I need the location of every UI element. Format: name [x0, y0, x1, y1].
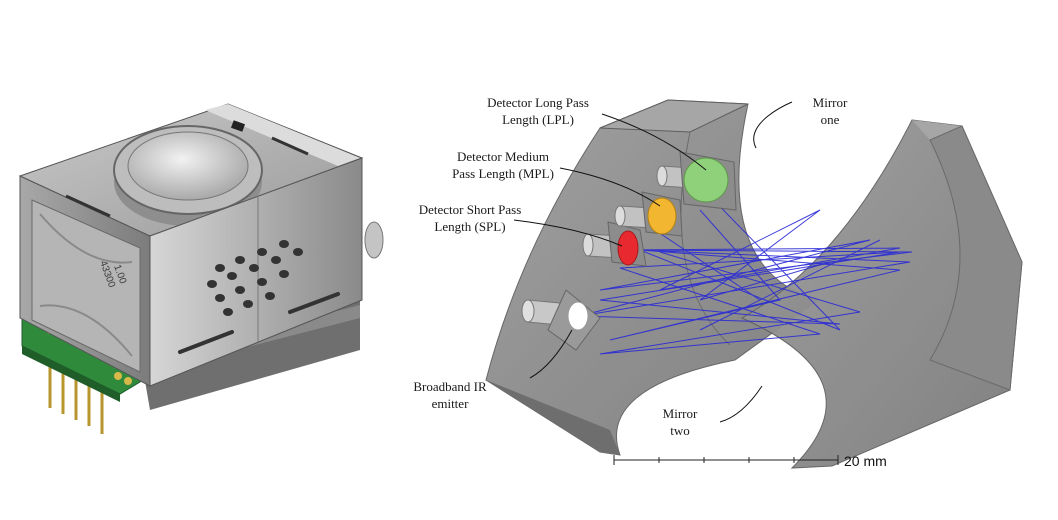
label-mpl-line2: Pass Length (MPL): [452, 166, 554, 181]
sensor-lens: [113, 125, 263, 226]
sensor-connector: [364, 221, 384, 259]
emitter-bulb: [567, 301, 589, 331]
label-lpl-line2: Length (LPL): [502, 112, 574, 127]
optical-path-diagram: Detector Long Pass Length (LPL) Detector…: [413, 95, 1023, 469]
leader-lines: [513, 101, 793, 423]
label-emitter-line2: emitter: [432, 396, 469, 411]
detector-mpl: [614, 191, 683, 237]
gas-sensor-illustration: 43300 1.00: [18, 103, 384, 434]
label-mirror-one-line2: one: [821, 112, 840, 127]
label-spl-line1: Detector Short Pass: [419, 202, 522, 217]
sensor-vent-holes: [207, 240, 303, 316]
label-mirror-two-line1: Mirror: [663, 406, 698, 421]
annotation-labels: Detector Long Pass Length (LPL) Detector…: [413, 95, 848, 438]
label-mirror-one-line1: Mirror: [813, 95, 848, 110]
label-spl-line2: Length (SPL): [434, 219, 505, 234]
label-mirror-two-line2: two: [670, 423, 690, 438]
label-mpl-line1: Detector Medium: [457, 149, 549, 164]
sensor-side-face: [149, 157, 363, 387]
scale-bar-label: 20 mm: [844, 453, 887, 469]
ir-emitter: [521, 289, 601, 351]
detector-lpl: [656, 151, 737, 211]
detector-spl: [582, 221, 647, 267]
label-lpl-line1: Detector Long Pass: [487, 95, 589, 110]
ir-beam-paths: [579, 185, 913, 355]
mirror-two-block: [740, 119, 1023, 469]
scale-bar: [613, 455, 839, 465]
label-emitter-line1: Broadband IR: [413, 379, 487, 394]
